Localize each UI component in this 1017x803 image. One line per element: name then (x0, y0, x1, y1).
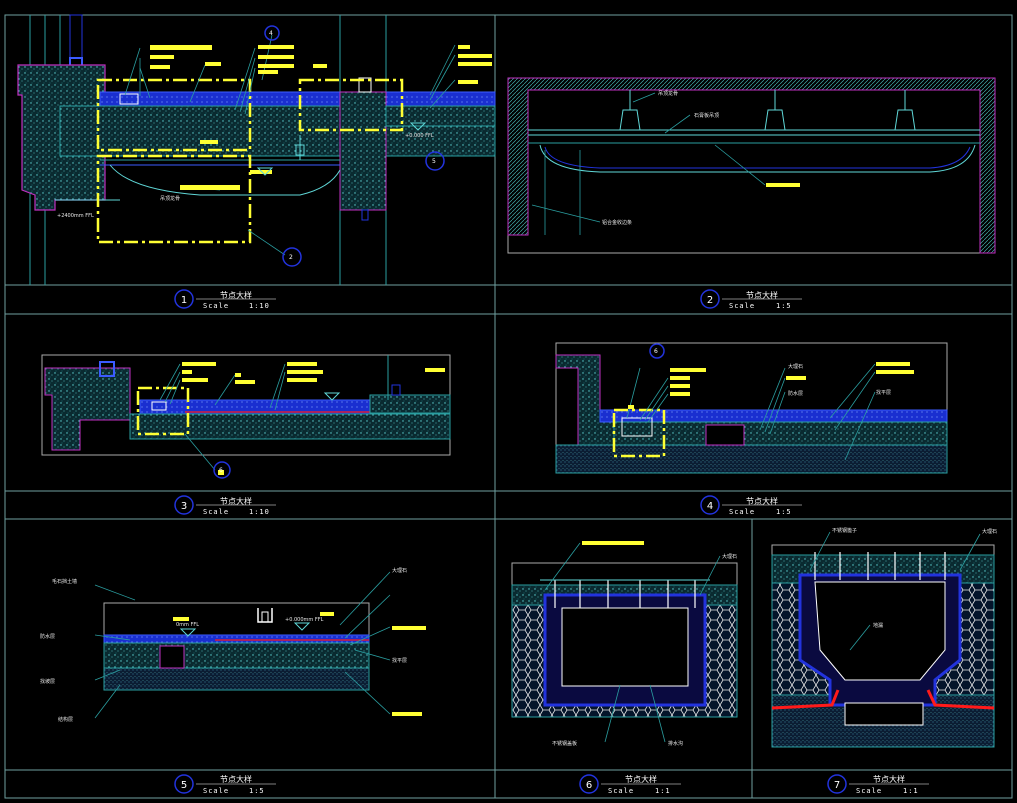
detail-2-drawing: 吊顶龙骨 石膏板吊顶 铝合金收边条 (507, 77, 996, 254)
detail-5-label-b: 防水层 (40, 633, 55, 640)
detail-title-6: 节点大样 (625, 774, 657, 784)
detail-number-1: 1 (181, 295, 187, 306)
scale-label-2: Scale (729, 302, 755, 310)
scale-label-1: Scale (203, 302, 229, 310)
detail-3-callout: 6 (219, 467, 223, 474)
detail-2-label-mid: 石膏板吊顶 (694, 112, 719, 119)
detail-1-drawing: 吊顶龙骨 +2400mm FFL +0.000 FFL 4 2 5 (17, 14, 496, 285)
title-block-2: 2 节点大样 Scale 1:5 (700, 289, 802, 310)
detail-4-drawing: 大理石 防水层 找平层 6 (555, 342, 948, 474)
detail-5-label-d: 找平层 (392, 657, 407, 664)
detail-number-4: 4 (707, 501, 713, 512)
detail-1-level-right: +0.000 FFL (405, 133, 434, 139)
detail-4-label-c: 找平层 (876, 389, 891, 396)
detail-title-4: 节点大样 (746, 496, 778, 506)
title-block-1: 1 节点大样 Scale 1:10 (174, 289, 276, 310)
scale-value-6: 1:1 (655, 787, 671, 795)
detail-title-3: 节点大样 (220, 496, 252, 506)
detail-3-drawing: 6 (41, 354, 451, 479)
scale-value-3: 1:10 (249, 508, 270, 516)
detail-5-label-e: 结构层 (58, 716, 73, 723)
detail-2-label-left: 铝合金收边条 (602, 219, 632, 226)
svg-text:吊顶龙骨: 吊顶龙骨 (160, 195, 180, 202)
scale-label-3: Scale (203, 508, 229, 516)
svg-text:大理石: 大理石 (722, 553, 737, 560)
detail-number-3: 3 (181, 501, 187, 512)
scale-label-6: Scale (608, 787, 634, 795)
scale-value-5: 1:5 (249, 787, 265, 795)
title-block-5: 5 节点大样 Scale 1:5 (174, 774, 276, 795)
scale-value-2: 1:5 (776, 302, 792, 310)
detail-title-2: 节点大样 (746, 290, 778, 300)
detail-1-level-left: +2400mm FFL (57, 213, 94, 219)
detail-5-level-left: 0mm FFL (176, 622, 199, 628)
sheet-frame (4, 14, 1013, 799)
detail-6-drawing: 大理石 不锈钢盖板 排水沟 (511, 541, 738, 747)
scale-value-4: 1:5 (776, 508, 792, 516)
detail-title-5: 节点大样 (220, 774, 252, 784)
scale-label-4: Scale (729, 508, 755, 516)
scale-value-1: 1:10 (249, 302, 270, 310)
detail-6-label-a: 不锈钢盖板 (552, 740, 577, 747)
title-block-6: 6 节点大样 Scale 1:1 (579, 774, 681, 795)
svg-text:毛石挡土墙: 毛石挡土墙 (52, 578, 77, 585)
detail-5-label-a: 大理石 (392, 567, 407, 574)
detail-number-2: 2 (707, 295, 713, 306)
detail-number-6: 6 (586, 780, 592, 791)
scale-label-7: Scale (856, 787, 882, 795)
title-block-4: 4 节点大样 Scale 1:5 (700, 495, 802, 516)
detail-6-label-b: 排水沟 (668, 740, 683, 747)
detail-5-label-c: 找坡层 (40, 678, 55, 685)
detail-7-label-c: 地漏 (873, 622, 883, 629)
detail-1-callout-bottom: 2 (289, 254, 293, 261)
detail-4-callout: 6 (654, 348, 658, 355)
detail-number-5: 5 (181, 780, 187, 791)
detail-7-label-b: 大理石 (982, 528, 997, 535)
detail-7-label-a: 不锈钢篦子 (832, 527, 857, 534)
detail-5-level-right: +0.000mm FFL (285, 617, 324, 623)
detail-4-label-a: 大理石 (788, 363, 803, 370)
detail-title-7: 节点大样 (873, 774, 905, 784)
detail-7-drawing: 不锈钢篦子 大理石 地漏 (771, 527, 997, 748)
detail-4-label-b: 防水层 (788, 390, 803, 397)
detail-2-label-top: 吊顶龙骨 (658, 90, 678, 97)
detail-1-callout-right: 5 (432, 158, 436, 165)
scale-value-7: 1:1 (903, 787, 919, 795)
detail-5-drawing: 0mm FFL +0.000mm FFL 毛石挡土墙 防水层 找坡层 结构层 大… (40, 567, 426, 723)
detail-number-7: 7 (834, 780, 840, 791)
detail-1-callout-top: 4 (269, 30, 273, 37)
title-block-7: 7 节点大样 Scale 1:1 (827, 774, 929, 795)
detail-title-1: 节点大样 (220, 290, 252, 300)
title-block-3: 3 节点大样 Scale 1:10 (174, 495, 276, 516)
scale-label-5: Scale (203, 787, 229, 795)
